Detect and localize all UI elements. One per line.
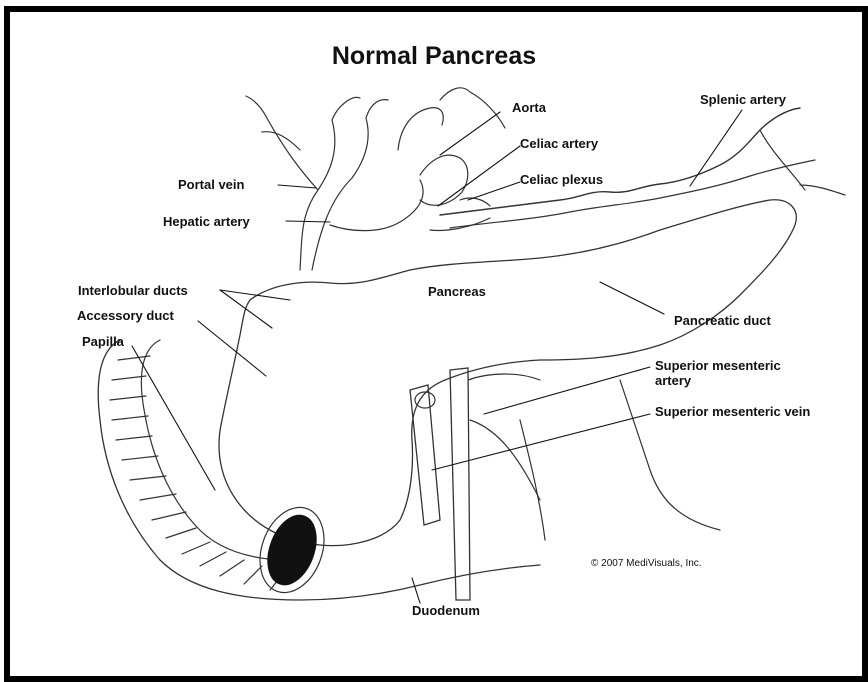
label-pancreas: Pancreas xyxy=(428,284,486,299)
copyright-notice: © 2007 MediVisuals, Inc. xyxy=(591,558,702,569)
duodenum-outline xyxy=(98,340,540,600)
label-accessory-duct: Accessory duct xyxy=(77,308,174,323)
aorta-outline xyxy=(398,108,468,206)
label-portal-vein: Portal vein xyxy=(178,177,244,192)
duodenum-lumen xyxy=(259,509,325,592)
label-superior-mesenteric-artery: Superior mesenteric artery xyxy=(655,358,815,388)
celiac-vessels xyxy=(430,88,505,231)
label-celiac-plexus: Celiac plexus xyxy=(520,172,603,187)
label-splenic-artery: Splenic artery xyxy=(700,92,786,107)
diagram-title: Normal Pancreas xyxy=(0,42,868,71)
label-aorta: Aorta xyxy=(512,100,546,115)
label-hepatic-artery: Hepatic artery xyxy=(163,214,250,229)
duodenum-folds xyxy=(110,356,286,590)
label-interlobular-ducts: Interlobular ducts xyxy=(78,283,188,298)
label-celiac-artery: Celiac artery xyxy=(520,136,598,151)
splenic-artery-vessel xyxy=(440,108,800,215)
label-pancreatic-duct: Pancreatic duct xyxy=(674,313,771,328)
superior-mesenteric-artery-vessel xyxy=(450,368,470,600)
superior-mesenteric-vein-vessel xyxy=(410,385,440,525)
label-papilla: Papilla xyxy=(82,334,124,349)
portal-vein-branches xyxy=(246,96,388,270)
label-duodenum: Duodenum xyxy=(412,603,480,618)
label-superior-mesenteric-vein: Superior mesenteric vein xyxy=(655,404,815,419)
